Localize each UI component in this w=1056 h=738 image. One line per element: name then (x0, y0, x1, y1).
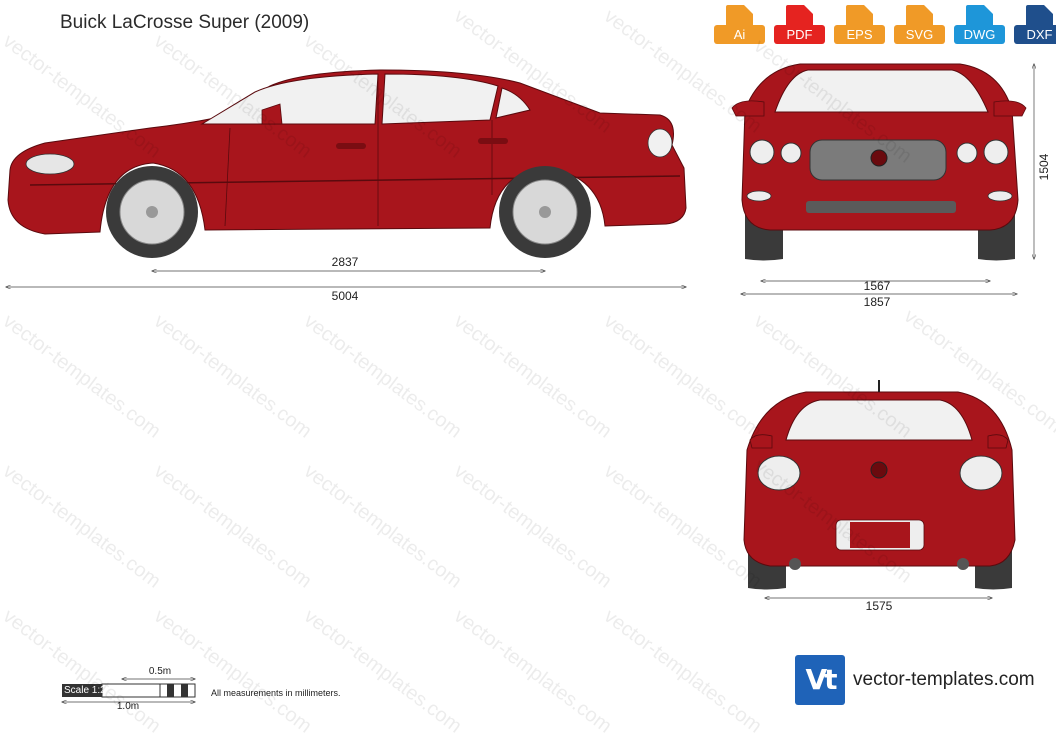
rear-window (785, 399, 973, 441)
wheelbase-label: 2837 (331, 255, 359, 269)
format-dwg-label: DWG (954, 25, 1005, 44)
rear-emblem (870, 461, 888, 479)
side-window-rear (381, 73, 499, 125)
front-view (731, 64, 1034, 294)
front-lower-intake (806, 201, 956, 213)
format-pdf-button[interactable]: PDF (774, 5, 825, 52)
front-mirror-right (993, 100, 1027, 117)
side-wheel-front (106, 166, 198, 258)
rear-exhaust-left (789, 558, 801, 570)
rear-taillight-left (757, 455, 801, 491)
format-pdf-label: PDF (774, 25, 825, 44)
rear-exhaust-right (957, 558, 969, 570)
format-dxf-button[interactable]: DXF (1014, 5, 1056, 52)
site-link[interactable]: vector-templates.com (853, 669, 1035, 690)
vt-logo[interactable]: Vt (795, 655, 845, 705)
front-emblem (870, 149, 888, 167)
drawing-title: Buick LaCrosse Super (2009) (60, 12, 310, 33)
format-eps-button[interactable]: EPS (834, 5, 885, 52)
rear-view (743, 380, 1016, 598)
measurement-note: All measurements in millimeters. (211, 688, 341, 698)
front-mirror-left (731, 100, 765, 117)
scale-half-meter-label: 0.5m (148, 666, 172, 677)
side-window-quarter (495, 87, 531, 119)
front-track-label: 1567 (863, 279, 891, 293)
front-headlight-r2 (983, 139, 1009, 165)
rear-taillight-right (959, 455, 1003, 491)
scale-bar (62, 679, 195, 702)
format-ai-label: Ai (714, 25, 765, 44)
side-taillight (647, 128, 673, 158)
scale-meter-label: 1.0m (116, 701, 140, 712)
side-view (6, 69, 686, 287)
brand-footer: Vt vector-templates.com (795, 655, 1035, 705)
rear-track-label: 1575 (865, 599, 893, 613)
side-door-line-1 (224, 127, 231, 227)
side-wheel-rear (499, 166, 591, 258)
height-label: 1504 (1037, 153, 1051, 181)
front-fog-right (987, 190, 1013, 202)
format-svg-label: SVG (894, 25, 945, 44)
format-dxf-label: DXF (1014, 25, 1056, 44)
format-ai-button[interactable]: Ai (714, 5, 765, 52)
length-label: 5004 (331, 289, 359, 303)
rear-plate (850, 522, 910, 548)
rear-mirror-right (987, 434, 1009, 449)
width-label: 1857 (863, 295, 891, 309)
front-windshield (774, 69, 989, 113)
format-download-bar: Ai PDF EPS SVG DWG DXF (714, 5, 1056, 52)
format-dwg-button[interactable]: DWG (954, 5, 1005, 52)
rear-mirror-left (749, 434, 773, 449)
format-svg-button[interactable]: SVG (894, 5, 945, 52)
side-window-front (200, 73, 379, 125)
side-mirror (261, 103, 283, 125)
blueprint-canvas (0, 0, 1056, 714)
side-door-handle-1 (336, 143, 366, 149)
side-door-handle-2 (478, 138, 508, 144)
format-eps-label: EPS (834, 25, 885, 44)
front-fog-left (746, 190, 772, 202)
side-headlight (25, 153, 75, 175)
front-headlight-l2 (780, 142, 802, 164)
scale-ratio-label: Scale 1:25 (64, 685, 112, 696)
front-headlight-l1 (749, 139, 775, 165)
front-headlight-r1 (956, 142, 978, 164)
